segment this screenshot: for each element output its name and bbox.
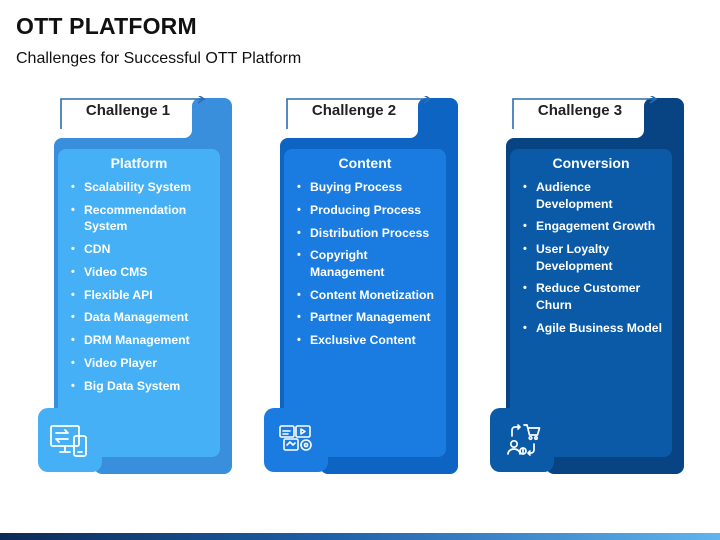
challenge-tab-label: Challenge 1 [85, 102, 171, 119]
challenge-list-item: Recommendation System [71, 202, 210, 235]
tab-arrow-icon [60, 96, 206, 129]
challenge-card-3: Challenge 3 Conversion Audience Developm… [490, 96, 686, 476]
icon-tile [490, 408, 554, 472]
challenge-list-item: Scalability System [71, 179, 210, 196]
challenge-list-item: Video CMS [71, 264, 210, 281]
challenge-list: Scalability SystemRecommendation SystemC… [71, 179, 210, 395]
icon-tile [38, 408, 102, 472]
challenge-list-item: Video Player [71, 355, 210, 372]
challenge-list-item: Data Management [71, 309, 210, 326]
challenge-card-2: Challenge 2 Content Buying ProcessProduc… [264, 96, 460, 476]
challenge-heading: Conversion [552, 155, 630, 171]
challenge-list-item: User Loyalty Development [523, 241, 662, 274]
challenge-card-1: Challenge 1 Platform Scalability SystemR… [38, 96, 234, 476]
challenge-list-item: Partner Management [297, 309, 436, 326]
bottom-accent-bar [0, 533, 720, 540]
challenge-list-item: Agile Business Model [523, 320, 662, 337]
challenge-list-item: Flexible API [71, 287, 210, 304]
challenge-list-item: Reduce Customer Churn [523, 280, 662, 313]
challenge-list-item: Big Data System [71, 378, 210, 395]
challenge-content-panel: Content Buying ProcessProducing ProcessD… [284, 149, 446, 457]
challenge-heading: Platform [110, 155, 168, 171]
challenge-list-item: Producing Process [297, 202, 436, 219]
challenge-list-item: DRM Management [71, 332, 210, 349]
challenge-list-item: Engagement Growth [523, 218, 662, 235]
challenge-list-item: Content Monetization [297, 287, 436, 304]
challenge-list-item: Distribution Process [297, 225, 436, 242]
challenge-content-panel: Conversion Audience DevelopmentEngagemen… [510, 149, 672, 457]
challenge-tab-label: Challenge 3 [537, 102, 623, 119]
challenge-list-item: Buying Process [297, 179, 436, 196]
challenge-list: Buying ProcessProducing ProcessDistribut… [297, 179, 436, 349]
challenge-content-panel: Platform Scalability SystemRecommendatio… [58, 149, 220, 457]
challenge-list-item: Exclusive Content [297, 332, 436, 349]
tab-arrow-icon [512, 96, 658, 129]
icon-tile [264, 408, 328, 472]
conversion-cart-icon [507, 424, 541, 456]
devices-icon [50, 425, 87, 457]
challenge-heading: Content [338, 155, 392, 171]
media-content-icon [279, 425, 312, 451]
challenge-list-item: CDN [71, 241, 210, 258]
challenge-list-item: Audience Development [523, 179, 662, 212]
challenge-list: Audience DevelopmentEngagement GrowthUse… [523, 179, 662, 337]
page-subtitle: Challenges for Successful OTT Platform [16, 50, 302, 67]
tab-arrow-icon [286, 96, 432, 129]
page-title: OTT PLATFORM [16, 13, 197, 39]
challenge-tab-label: Challenge 2 [311, 102, 397, 119]
challenge-list-item: Copyright Management [297, 247, 436, 280]
